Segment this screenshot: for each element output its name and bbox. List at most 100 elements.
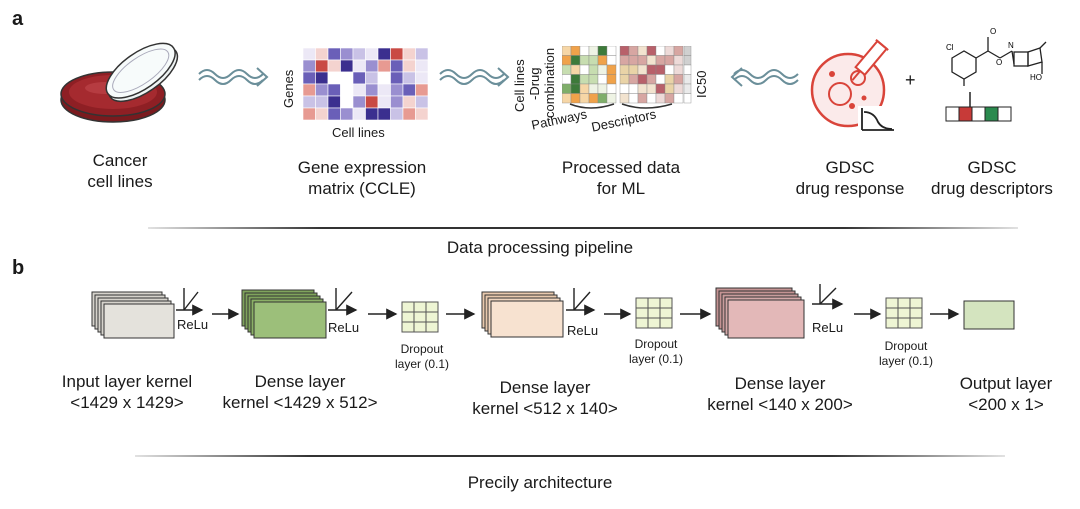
matrix-cell <box>579 83 590 94</box>
matrix-cell <box>606 74 617 85</box>
dense-layer-3-caption: Dense layer kernel <140 x 200> <box>707 374 853 414</box>
ic50-cell <box>683 46 692 56</box>
dropout-grid-2 <box>635 297 673 329</box>
relu-label-1: ReLu <box>177 317 209 332</box>
matrix-cell <box>664 64 675 75</box>
matrix-cell <box>597 64 608 75</box>
heatmap-cell <box>390 48 404 61</box>
svg-text:N: N <box>1008 41 1014 50</box>
heatmap-cell <box>402 59 416 73</box>
matrix-cell <box>588 64 599 75</box>
heatmap-cell <box>415 48 429 61</box>
petri-dish-icon <box>60 42 179 123</box>
proc-axis-combination: combination <box>542 47 557 118</box>
heatmap-cell <box>340 48 354 61</box>
processed-data-matrix <box>562 46 692 104</box>
matrix-cell <box>673 83 684 94</box>
matrix-cell <box>619 46 630 56</box>
matrix-cell <box>673 93 684 104</box>
matrix-cell <box>646 74 657 85</box>
matrix-cell <box>570 46 581 56</box>
matrix-cell <box>673 74 684 85</box>
svg-text:O: O <box>996 58 1002 67</box>
ic50-cell <box>683 83 692 94</box>
relu-label-4: ReLu <box>812 320 844 335</box>
relu-icon <box>566 288 596 316</box>
heatmap-cell <box>377 59 391 73</box>
matrix-cell <box>579 46 590 56</box>
heatmap-cell <box>390 107 404 120</box>
dropout-grid-3 <box>885 297 923 329</box>
heatmap-cell <box>402 107 416 120</box>
heatmap-cell <box>352 59 366 73</box>
output-layer-block <box>963 300 1015 330</box>
heatmap-cell <box>340 95 354 109</box>
heatmap-cell <box>365 83 379 97</box>
dense-layer-3-block <box>715 287 805 339</box>
heatmap-cell <box>340 71 354 85</box>
heatmap-cell <box>315 48 329 61</box>
matrix-cell <box>655 83 666 94</box>
gene-expression-caption: Gene expression matrix (CCLE) <box>297 158 427 198</box>
heatmap-cell <box>303 83 316 97</box>
matrix-cell <box>664 83 675 94</box>
heatmap-cell <box>303 48 316 61</box>
matrix-cell <box>570 83 581 94</box>
dropout-label-2: Dropout layer (0.1) <box>628 337 684 366</box>
ic50-cell <box>683 55 692 66</box>
matrix-cell <box>606 46 617 56</box>
dropout-label-1: Dropout layer (0.1) <box>394 342 450 371</box>
proc-axis-cell-lines: Cell lines <box>512 59 527 112</box>
matrix-cell <box>664 46 675 56</box>
relu-label-2: ReLu <box>328 320 360 335</box>
heatmap-cell <box>402 95 416 109</box>
matrix-cell <box>673 55 684 66</box>
relu-icon <box>328 288 358 316</box>
heatmap-cell <box>340 59 354 73</box>
ic50-cell <box>683 64 692 75</box>
heatmap-cell <box>377 48 391 61</box>
heatmap-cell <box>327 48 341 61</box>
heatmap-cell <box>315 95 329 109</box>
heatmap-cell <box>365 48 379 61</box>
svg-text:HO: HO <box>1030 73 1042 82</box>
heatmap-cell <box>415 71 429 85</box>
heatmap-cell <box>352 48 366 61</box>
gene-expression-heatmap <box>303 48 429 120</box>
heatmap-cell <box>303 71 316 85</box>
panel-a-label: a <box>12 8 24 30</box>
dense-layer-2-block <box>481 291 564 338</box>
matrix-cell <box>562 83 572 94</box>
matrix-cell <box>597 46 608 56</box>
matrix-cell <box>664 74 675 85</box>
heatmap-cell <box>315 59 329 73</box>
matrix-cell <box>579 74 590 85</box>
matrix-cell <box>597 83 608 94</box>
heatmap-cell <box>352 107 366 120</box>
relu-icon <box>176 288 204 316</box>
matrix-cell <box>619 74 630 85</box>
matrix-cell <box>646 64 657 75</box>
matrix-cell <box>673 46 684 56</box>
matrix-cell <box>628 64 639 75</box>
relu-icon <box>812 284 844 310</box>
dense-layer-1-caption: Dense layer kernel <1429 x 512> <box>222 372 378 412</box>
matrix-cell <box>562 64 572 75</box>
svg-text:O: O <box>990 27 996 36</box>
dense-layer-1-block <box>241 289 327 339</box>
heatmap-cell <box>303 59 316 73</box>
heatmap-cell <box>327 95 341 109</box>
heatmap-cell <box>315 71 329 85</box>
panel-b-label: b <box>12 257 25 279</box>
svg-text:Cl: Cl <box>946 43 954 52</box>
heatmap-cell <box>365 59 379 73</box>
drug-response-icon <box>810 39 894 132</box>
heatmap-cell <box>365 95 379 109</box>
wavy-arrow-icon <box>198 67 269 87</box>
matrix-cell <box>673 64 684 75</box>
matrix-cell <box>579 55 590 66</box>
matrix-cell <box>655 74 666 85</box>
matrix-cell <box>588 74 599 85</box>
plus-sign: + <box>905 70 916 90</box>
matrix-cell <box>597 55 608 66</box>
